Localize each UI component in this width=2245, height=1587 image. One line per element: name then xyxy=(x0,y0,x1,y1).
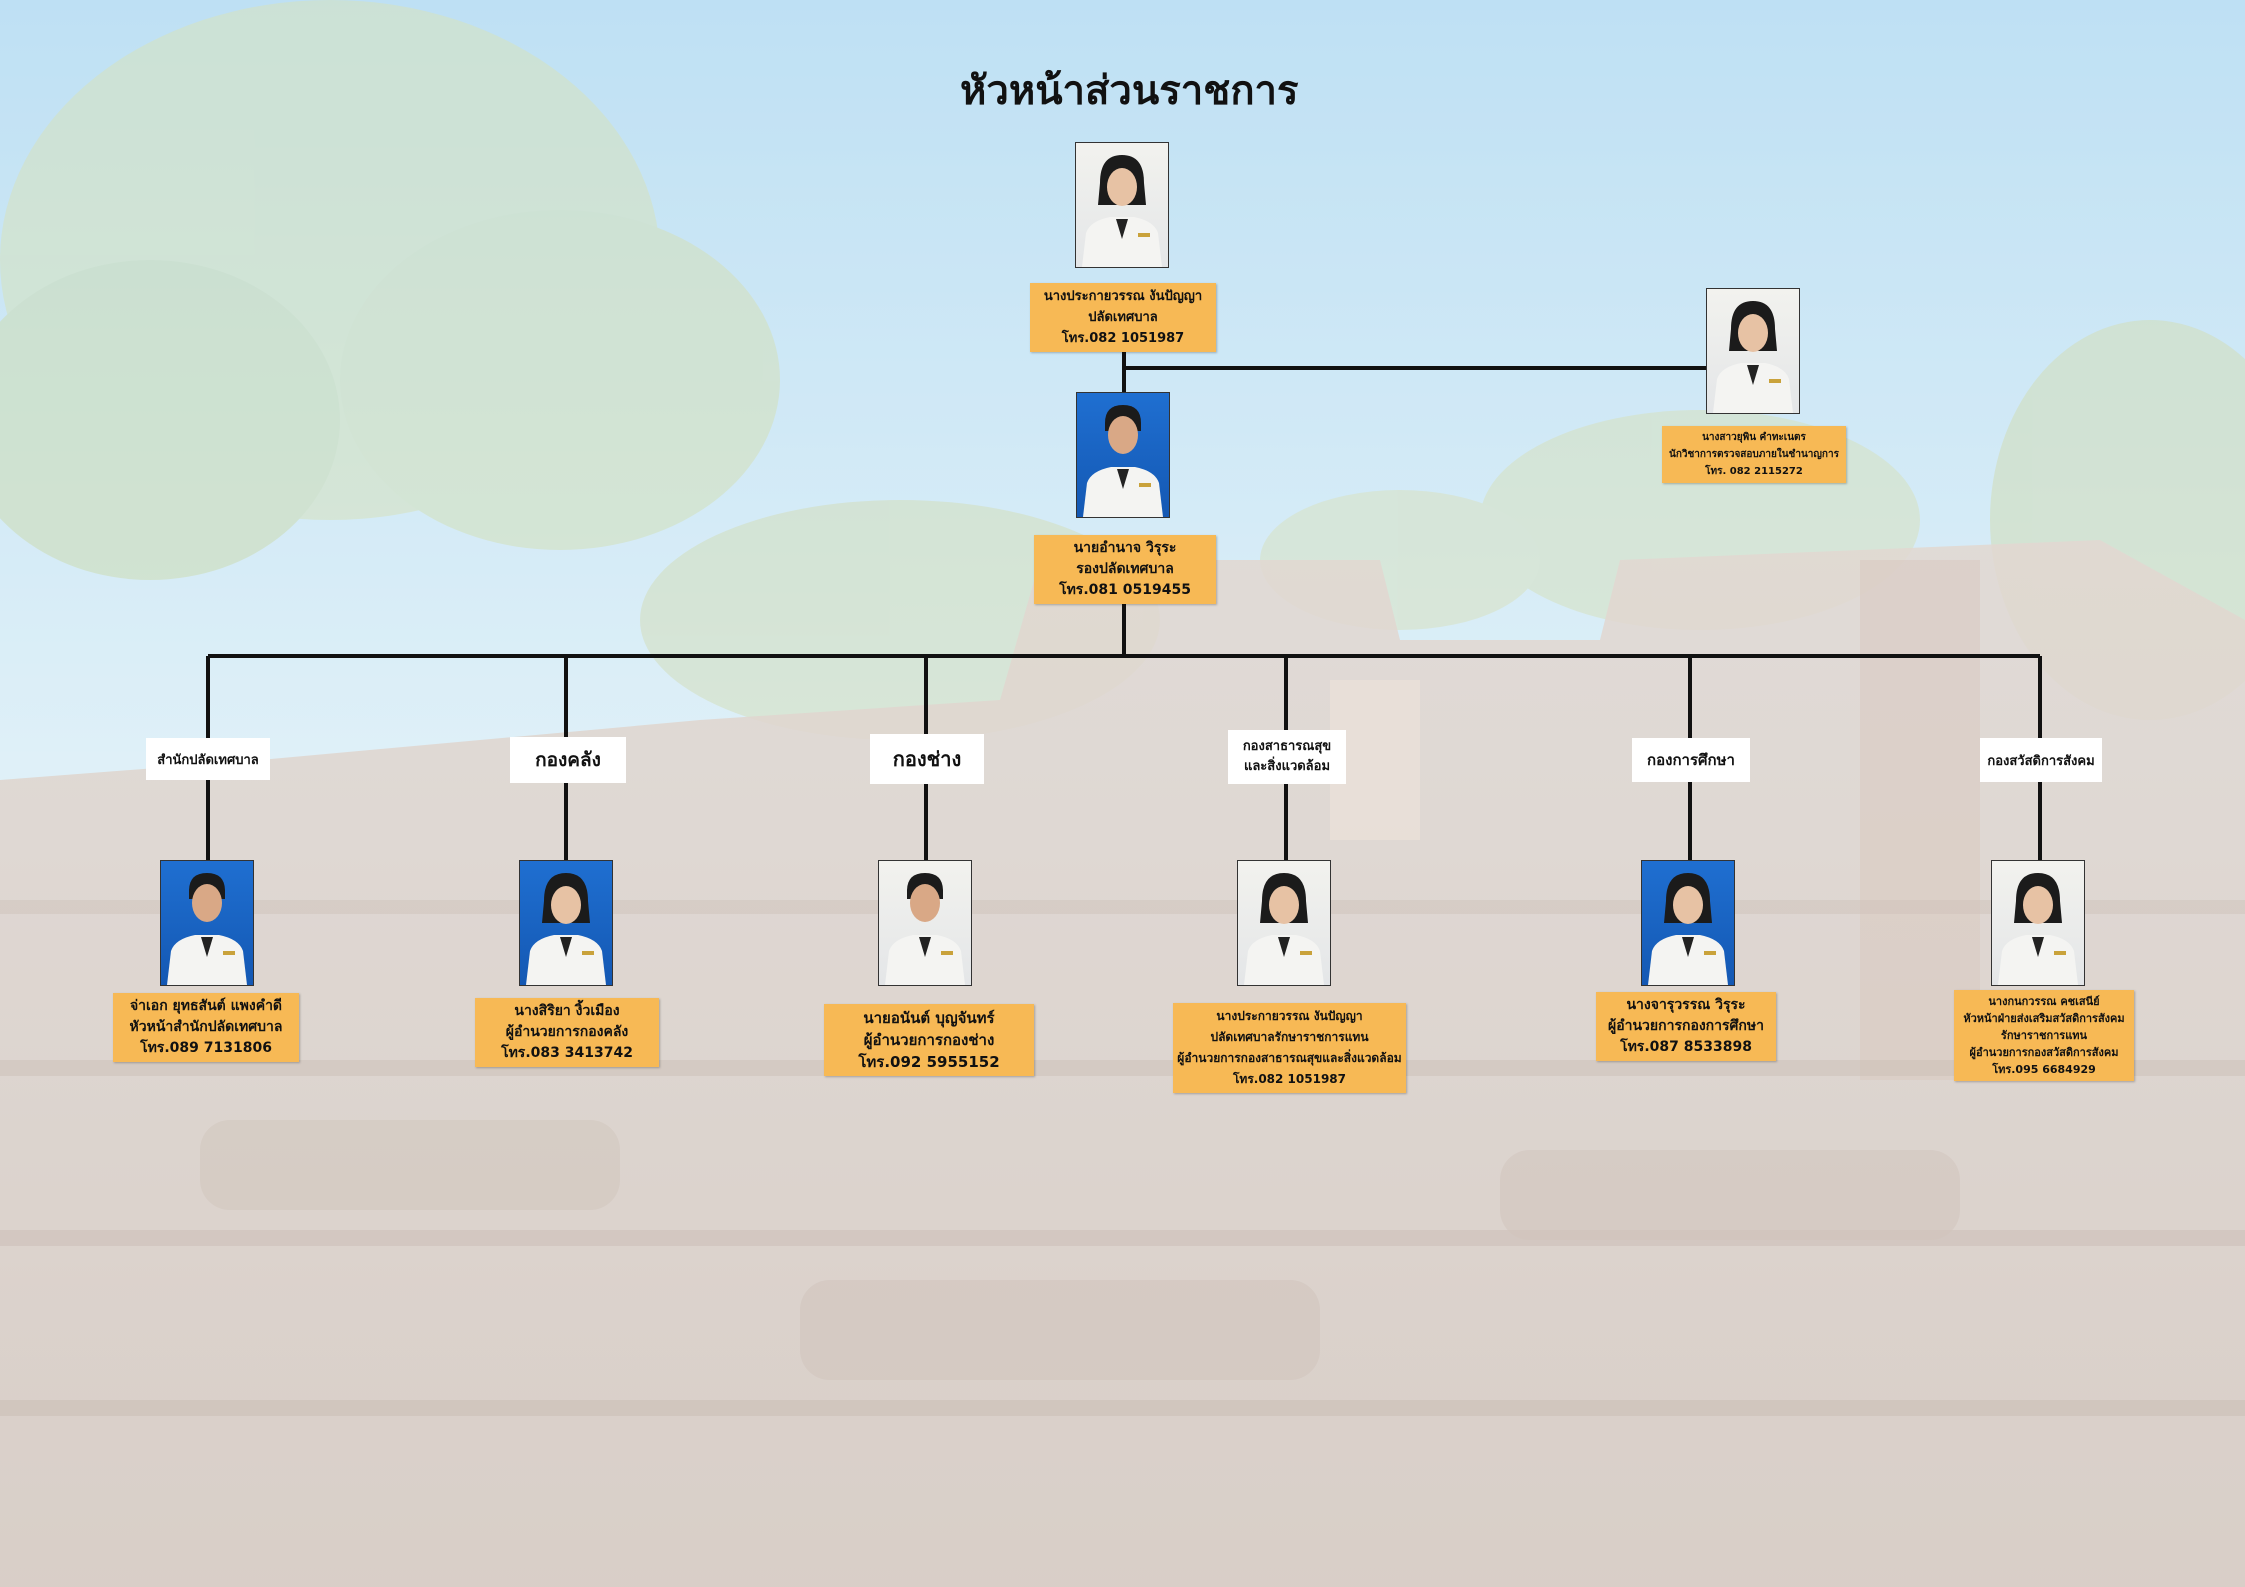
position: หัวหน้าฝ่ายส่งเสริมสวัสดิการสังคม xyxy=(1963,1012,2125,1025)
position-line: ผู้อำนวยการกองสวัสดิการสังคม xyxy=(1969,1046,2119,1059)
dept-line: กองสาธารณสุข xyxy=(1242,739,1332,754)
card-dept-1: จ่าเอก ยุทธสันต์ แพงคำดี หัวหน้าสำนักปลั… xyxy=(113,993,299,1062)
card-dept-3: นายอนันต์ บุญจันทร์ ผู้อำนวยการกองช่าง โ… xyxy=(824,1004,1034,1076)
dept-line: สำนักปลัดเทศบาล xyxy=(157,752,259,768)
phone: โทร.081 0519455 xyxy=(1059,582,1191,598)
dept-label-5: กองการศึกษา xyxy=(1632,738,1750,782)
position: หัวหน้าสำนักปลัดเทศบาล xyxy=(129,1019,283,1035)
phone: โทร.082 1051987 xyxy=(1232,1072,1347,1086)
card-dept-2: นางสิริยา งิ้วเมือง ผู้อำนวยการกองคลัง โ… xyxy=(475,998,659,1067)
person-portrait-icon xyxy=(1648,873,1728,985)
name: นางประกายวรรณ งันปัญญา xyxy=(1043,289,1203,304)
name: นางสิริยา งิ้วเมือง xyxy=(514,1003,620,1019)
name: จ่าเอก ยุทธสันต์ แพงคำดี xyxy=(129,998,283,1014)
portrait-dept-4 xyxy=(1237,860,1331,986)
name: นางประกายวรรณ งันปัญญา xyxy=(1216,1009,1363,1023)
portrait-dept-1 xyxy=(160,860,254,986)
person-portrait-icon xyxy=(526,873,606,985)
phone: โทร. 082 2115272 xyxy=(1705,466,1803,477)
phone: โทร.087 8533898 xyxy=(1620,1039,1752,1055)
position-line: ผู้อำนวยการกองสาธารณสุขและสิ่งแวดล้อม xyxy=(1177,1051,1402,1065)
dept-line: กองการศึกษา xyxy=(1647,751,1735,769)
phone: โทร.082 1051987 xyxy=(1061,331,1185,346)
position: ผู้อำนวยการกองการศึกษา xyxy=(1608,1018,1764,1034)
position: ปลัดเทศบาล xyxy=(1088,310,1158,325)
position: นักวิชาการตรวจสอบภายในชำนาญการ xyxy=(1669,449,1839,460)
dept-line: กองคลัง xyxy=(535,749,601,771)
person-portrait-icon xyxy=(1083,405,1163,517)
portrait-deputy xyxy=(1076,392,1170,518)
position: ผู้อำนวยการกองช่าง xyxy=(863,1031,995,1049)
dept-line: กองช่าง xyxy=(892,747,962,771)
dept-label-2: กองคลัง xyxy=(510,737,626,783)
card-deputy: นายอำนาจ วิรุระ รองปลัดเทศบาล โทร.081 05… xyxy=(1034,535,1216,604)
portrait-dept-5 xyxy=(1641,860,1735,986)
phone: โทร.083 3413742 xyxy=(501,1045,633,1061)
dept-label-6: กองสวัสดิการสังคม xyxy=(1980,738,2102,782)
portrait-dept-2 xyxy=(519,860,613,986)
dept-line: กองสวัสดิการสังคม xyxy=(1987,753,2095,769)
dept-label-4: กองสาธารณสุข และสิ่งแวดล้อม xyxy=(1228,730,1346,784)
position-line: รักษาราชการแทน xyxy=(2000,1029,2088,1042)
name: นางกนกวรรณ คชเสนีย์ xyxy=(1988,995,2100,1008)
portrait-dept-3 xyxy=(878,860,972,986)
person-portrait-icon xyxy=(1713,301,1793,413)
phone: โทร.089 7131806 xyxy=(140,1040,272,1056)
person-portrait-icon xyxy=(1244,873,1324,985)
position: ผู้อำนวยการกองคลัง xyxy=(505,1024,629,1040)
position: รองปลัดเทศบาล xyxy=(1076,561,1174,577)
card-dept-4: นางประกายวรรณ งันปัญญา ปลัดเทศบาลรักษารา… xyxy=(1173,1003,1406,1093)
dept-label-1: สำนักปลัดเทศบาล xyxy=(146,738,270,780)
person-portrait-icon xyxy=(1998,873,2078,985)
name: นายอนันต์ บุญจันทร์ xyxy=(863,1009,995,1027)
card-dept-5: นางจารุวรรณ วิรุระ ผู้อำนวยการกองการศึกษ… xyxy=(1596,992,1776,1061)
portrait-auditor xyxy=(1706,288,1800,414)
person-portrait-icon xyxy=(1082,155,1162,267)
portrait-top xyxy=(1075,142,1169,268)
dept-label-3: กองช่าง xyxy=(870,734,984,784)
phone: โทร.095 6684929 xyxy=(1992,1063,2096,1076)
name: นางจารุวรรณ วิรุระ xyxy=(1626,997,1746,1013)
dept-line: และสิ่งแวดล้อม xyxy=(1243,759,1331,774)
name: นางสาวยุพิน คำทะเนตร xyxy=(1702,432,1806,443)
card-top: นางประกายวรรณ งันปัญญา ปลัดเทศบาล โทร.08… xyxy=(1030,283,1216,352)
page-title: หัวหน้าส่วนราชการ xyxy=(960,68,1299,114)
phone: โทร.092 5955152 xyxy=(858,1053,1000,1071)
card-dept-6: นางกนกวรรณ คชเสนีย์ หัวหน้าฝ่ายส่งเสริมส… xyxy=(1954,990,2134,1081)
person-portrait-icon xyxy=(167,873,247,985)
position: ปลัดเทศบาลรักษาราชการแทน xyxy=(1210,1030,1369,1044)
person-portrait-icon xyxy=(885,873,965,985)
card-auditor: นางสาวยุพิน คำทะเนตร นักวิชาการตรวจสอบภา… xyxy=(1662,426,1846,483)
portrait-dept-6 xyxy=(1991,860,2085,986)
name: นายอำนาจ วิรุระ xyxy=(1073,540,1177,556)
